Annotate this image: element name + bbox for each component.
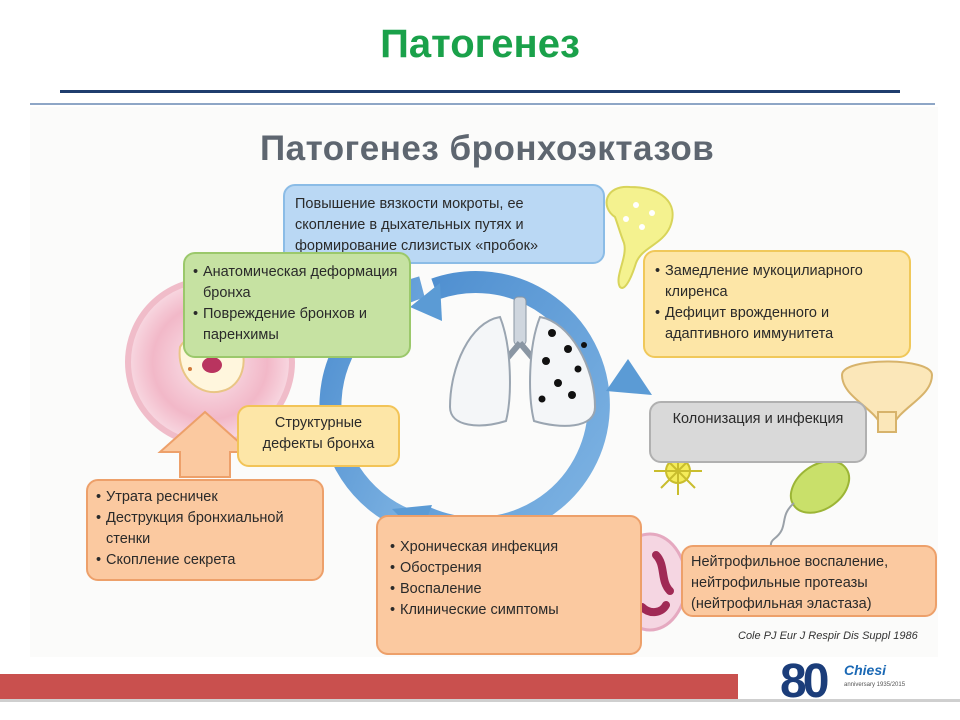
list-item: Воспаление [390, 579, 628, 600]
neutrophil-inflammation-box: Нейтрофильное воспаление, нейтрофильные … [681, 545, 937, 617]
up-arrow-icon [157, 410, 253, 478]
list-item: Повреждение бронхов и паренхимы [193, 304, 401, 346]
cilia-loss-box: Утрата ресничек Деструкция бронхиальной … [86, 479, 324, 581]
mucus-drop-icon [605, 185, 674, 289]
mucociliary-clearance-box: Замедление мукоцилиарного клиренса Дефиц… [643, 250, 911, 358]
list-item: Дефицит врожденного и адаптивного иммуни… [655, 303, 899, 345]
list-item: Хроническая инфекция [390, 537, 628, 558]
structural-defects-box: Структурные дефекты бронха [237, 405, 400, 467]
chronic-infection-box: Хроническая инфекция Обострения Воспален… [376, 515, 642, 655]
list-item: Деструкция бронхиальной стенки [96, 508, 314, 550]
logo-number: 80 [780, 655, 829, 708]
diagram-title: Патогенез бронхоэктазов [260, 129, 715, 168]
list-item: Обострения [390, 558, 628, 579]
list-item: Замедление мукоцилиарного клиренса [655, 261, 899, 303]
footer-bar [0, 674, 738, 700]
anatomic-deformation-box: Анатомическая деформация бронха Поврежде… [183, 252, 411, 358]
footer-line [0, 699, 960, 702]
title-divider [60, 90, 900, 93]
colonization-box: Колонизация и инфекция [649, 401, 867, 463]
logo-subtitle: anniversary 1935/2015 [844, 682, 906, 688]
content-divider [30, 103, 935, 105]
slide-title: Патогенез [380, 22, 580, 66]
list-item: Утрата ресничек [96, 487, 314, 508]
lungs-icon [448, 296, 597, 427]
list-item: Клинические симптомы [390, 600, 628, 621]
chiesi-logo: 80 Chiesi anniversary 1935/2015 [780, 656, 940, 706]
pathogenesis-diagram: Патогенез бронхоэктазов [30, 107, 938, 657]
logo-brand: Chiesi [844, 662, 887, 678]
sputum-viscosity-box: Повышение вязкости мокроты, ее скопление… [283, 184, 605, 264]
list-item: Скопление секрета [96, 550, 314, 571]
list-item: Анатомическая деформация бронха [193, 262, 401, 304]
citation: Cole PJ Eur J Respir Dis Suppl 1986 [738, 630, 918, 642]
